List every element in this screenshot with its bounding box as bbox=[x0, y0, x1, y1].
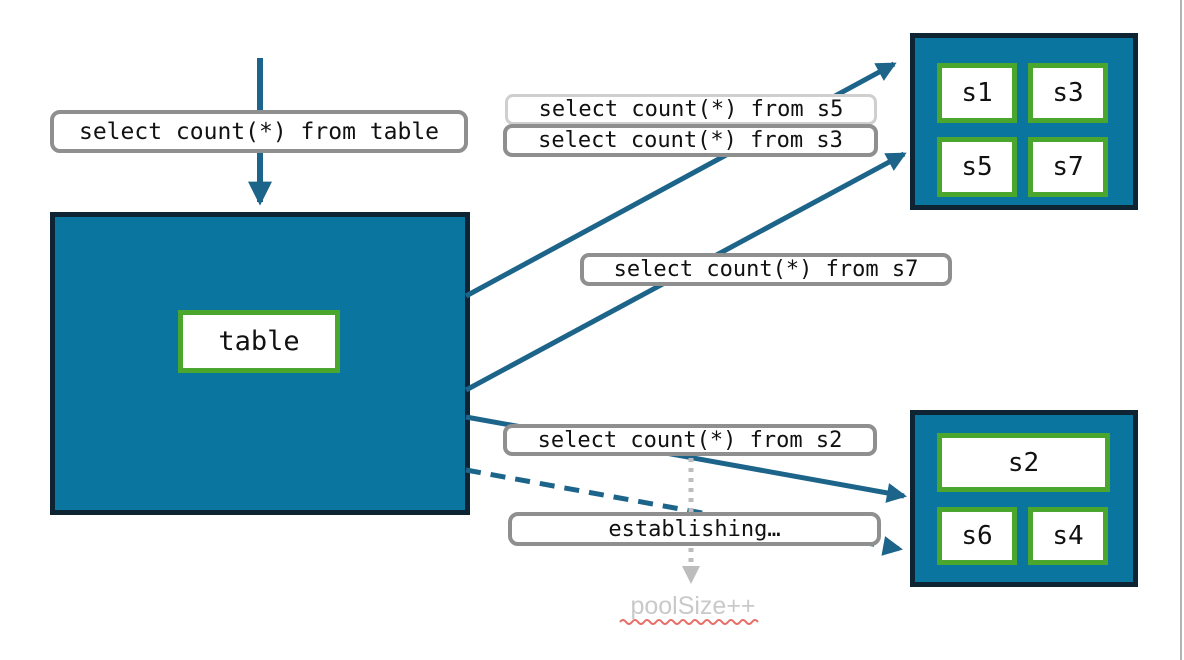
shard-node-s6: s6 bbox=[937, 507, 1017, 565]
shard-label: s7 bbox=[1052, 152, 1084, 182]
query-label-s7: select count(*) from s7 bbox=[580, 253, 952, 286]
query-label-s5: select count(*) from s5 bbox=[505, 94, 877, 125]
shard-node-s7: s7 bbox=[1028, 137, 1108, 197]
query-label-s2: select count(*) from s2 bbox=[503, 424, 877, 456]
page-edge-divider bbox=[1180, 0, 1182, 660]
poolsize-text: poolSize++ bbox=[598, 591, 788, 621]
shard-label: s3 bbox=[1052, 78, 1084, 108]
poolsize-arrowhead-icon bbox=[682, 566, 700, 584]
shard-group-bottom: s2 s6 s4 bbox=[910, 410, 1138, 587]
shard-node-s3: s3 bbox=[1028, 63, 1108, 123]
query-text: select count(*) from s3 bbox=[538, 128, 843, 153]
shard-node-s2: s2 bbox=[937, 433, 1110, 492]
query-label-s3: select count(*) from s3 bbox=[503, 124, 878, 157]
shard-node-s5: s5 bbox=[937, 137, 1017, 197]
status-label-establishing: establishing… bbox=[508, 512, 881, 546]
table-node-label: table bbox=[218, 326, 300, 357]
query-text: select count(*) from s2 bbox=[537, 427, 843, 453]
poolsize-value: poolSize++ bbox=[630, 591, 756, 620]
query-text: select count(*) from s7 bbox=[613, 257, 919, 282]
shard-label: s6 bbox=[961, 521, 993, 551]
shard-label: s5 bbox=[961, 152, 993, 182]
table-node: table bbox=[178, 310, 340, 373]
shard-label: s2 bbox=[1007, 447, 1040, 478]
status-text: establishing… bbox=[608, 516, 781, 542]
shard-group-top: s1 s3 s5 s7 bbox=[910, 33, 1138, 210]
query-text: select count(*) from s5 bbox=[538, 97, 844, 122]
shard-label: s4 bbox=[1052, 521, 1084, 551]
shard-label: s1 bbox=[961, 78, 993, 108]
query-label-table: select count(*) from table bbox=[50, 110, 468, 153]
query-text: select count(*) from table bbox=[78, 118, 440, 145]
table-container-box: table bbox=[50, 212, 470, 515]
shard-node-s1: s1 bbox=[937, 63, 1017, 123]
shard-node-s4: s4 bbox=[1028, 507, 1108, 565]
